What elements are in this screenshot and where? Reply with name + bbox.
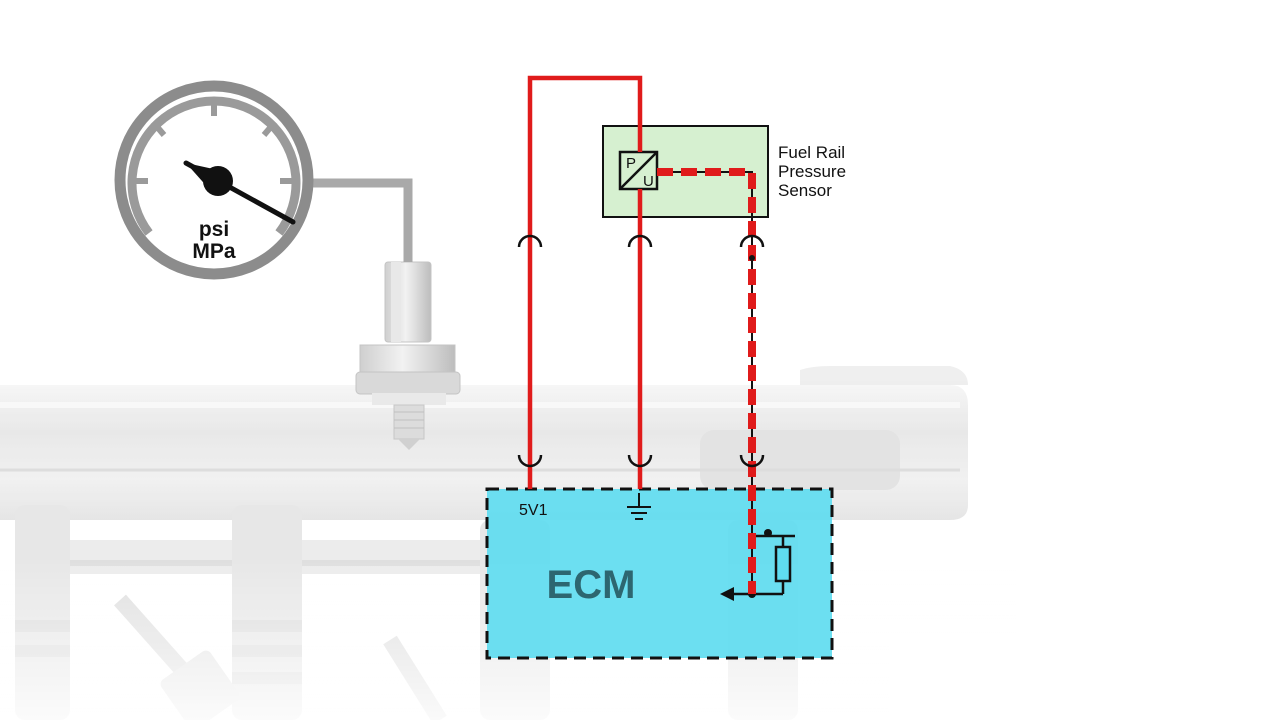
- sensor-symbol-u: U: [643, 173, 654, 190]
- connector-symbols: [517, 234, 765, 468]
- signal-arrow-icon: [720, 587, 734, 601]
- wire-5v-reference: [527, 75, 643, 489]
- pull-up-resistor: [733, 532, 795, 596]
- supply-dot: [764, 529, 772, 537]
- ecm-title: ECM: [547, 563, 636, 607]
- connector-pin-dot: [749, 255, 755, 261]
- ground-symbol: [627, 493, 651, 520]
- sensor-label-line-1: Fuel Rail: [778, 143, 845, 162]
- ecm-5v-reference-label: 5V1: [519, 502, 548, 519]
- gauge-unit-psi: psi: [199, 218, 229, 241]
- pressure-gauge: psi MPa: [114, 80, 314, 280]
- pressure-sensor-body: [355, 261, 461, 450]
- ecm-module: ECM 5V1: [485, 487, 834, 660]
- gauge-hub: [203, 166, 233, 196]
- sensor-label-line-3: Sensor: [778, 181, 832, 200]
- sensor-label: Fuel Rail Pressure Sensor: [778, 143, 851, 200]
- sensor-label-line-2: Pressure: [778, 162, 846, 181]
- wire-signal: [657, 168, 756, 594]
- sensor-symbol-p: P: [626, 155, 636, 172]
- gauge-unit-mpa: MPa: [192, 240, 236, 263]
- gauge-tube: [308, 178, 413, 262]
